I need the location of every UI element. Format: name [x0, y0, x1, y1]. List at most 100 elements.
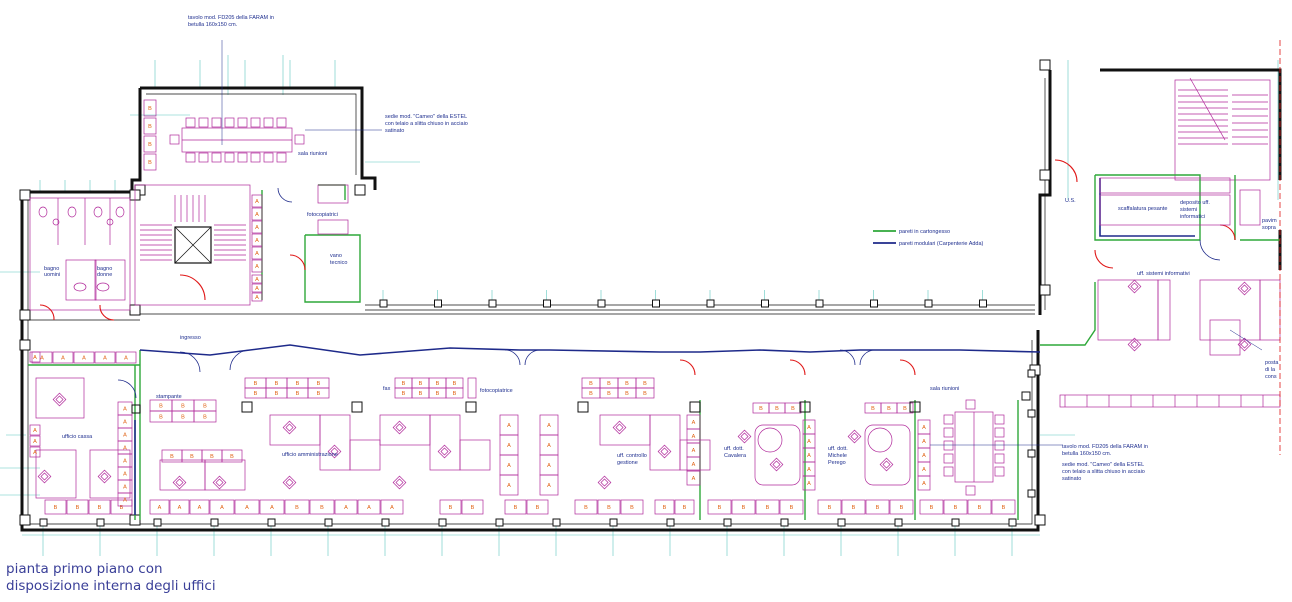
label-post-3: cons [1265, 374, 1277, 380]
room-labels: sala riunioni fotocopiatrici vano tecnic… [44, 151, 1279, 466]
cabinet [149, 499, 170, 515]
cabinet-code: A [255, 225, 259, 231]
chair [943, 453, 954, 464]
equipment [131, 391, 1031, 414]
cabinet-code: B [275, 381, 279, 387]
desk [379, 414, 431, 446]
chair [612, 420, 627, 435]
cabinet-code: A [547, 483, 551, 489]
cabinet [143, 153, 157, 171]
cabinet-code: A [123, 485, 127, 491]
cabinet-code: A [255, 264, 259, 270]
cabinet-code: B [181, 415, 185, 421]
chair [437, 444, 452, 459]
cabinet-code: B [625, 381, 629, 387]
label-ingresso: ingresso [180, 335, 201, 341]
cabinet-code: A [507, 463, 511, 469]
cabinet-code: B [295, 505, 299, 511]
cabinet [117, 492, 133, 507]
cabinet [865, 499, 890, 515]
chair-seat [1240, 340, 1249, 349]
chair [994, 440, 1005, 451]
cabinet-code: A [255, 199, 259, 205]
chair-seat [1130, 340, 1139, 349]
chair [392, 420, 407, 435]
cabinet-code: B [419, 381, 423, 387]
chair-seat [285, 423, 294, 432]
cabinet [29, 351, 41, 363]
chair [943, 466, 954, 477]
cabinet [29, 424, 41, 436]
pillar [438, 518, 447, 527]
label-perego-1: uff. dott. [828, 446, 848, 452]
note-top-table-line2: betulla 160x150 cm. [188, 22, 238, 28]
cabinet-code: A [255, 295, 259, 301]
chair [185, 152, 196, 163]
cabinet-code: B [317, 381, 321, 387]
chair [327, 444, 342, 459]
pillar [210, 518, 219, 527]
cabinet-code: A [367, 505, 371, 511]
pillar [552, 518, 561, 527]
pillar [1027, 489, 1036, 498]
chair [294, 134, 305, 145]
chair-seat [395, 478, 404, 487]
pillar [1008, 518, 1017, 527]
cabinet-code: A [807, 425, 811, 431]
cabinet [251, 220, 263, 234]
label-sala-riunioni-top: sala riunioni [298, 151, 327, 157]
chair [282, 475, 297, 490]
desk [204, 459, 246, 491]
cabinet-code: B [775, 406, 779, 412]
chair-seat [100, 472, 109, 481]
chair-seat [740, 432, 749, 441]
chair [224, 117, 235, 128]
note-right-chairs-line3: satinato [1062, 476, 1081, 482]
restrooms [29, 197, 131, 311]
pillars [19, 59, 1051, 527]
cabinet-code: B [54, 505, 58, 511]
pillar [1039, 59, 1051, 71]
cabinet [29, 446, 41, 458]
chair [276, 152, 287, 163]
cabinet-code: B [828, 505, 832, 511]
cabinet-code: A [158, 505, 162, 511]
pillar [666, 518, 675, 527]
cabinet-code: A [547, 443, 551, 449]
cabinet [445, 387, 464, 399]
cabinet-code: A [692, 434, 696, 440]
chair [994, 453, 1005, 464]
chair [97, 469, 112, 484]
legend-modular-label: pareti modulari (Carpenterie Adda) [899, 241, 984, 247]
cabinet [357, 499, 381, 515]
cabinet [94, 351, 116, 364]
cabinet-code: B [607, 391, 611, 397]
cabinet-code: A [33, 450, 37, 456]
label-deposito-1: deposito uff. [1180, 200, 1210, 206]
chair [392, 475, 407, 490]
cabinet [334, 499, 358, 515]
pillar [951, 518, 960, 527]
cabinet-code: B [449, 505, 453, 511]
pillar [543, 299, 551, 308]
cabinet [967, 499, 992, 515]
pillar [780, 518, 789, 527]
cabinet [193, 410, 217, 423]
cabinet-code: B [296, 391, 300, 397]
desk [89, 449, 131, 499]
cabinet-code: A [103, 356, 107, 362]
cabinet-code: A [40, 356, 44, 362]
cabinet [143, 117, 157, 135]
cabinet-code: B [203, 404, 207, 410]
cabinet-code: A [922, 467, 926, 473]
pillar [924, 299, 933, 308]
cabinet [499, 474, 519, 496]
cabinet-code: A [547, 423, 551, 429]
pillar [652, 299, 660, 308]
cabinet [779, 499, 804, 515]
cabinet [943, 499, 968, 515]
pillar [19, 514, 31, 526]
cabinet [817, 499, 842, 515]
chair [211, 117, 222, 128]
